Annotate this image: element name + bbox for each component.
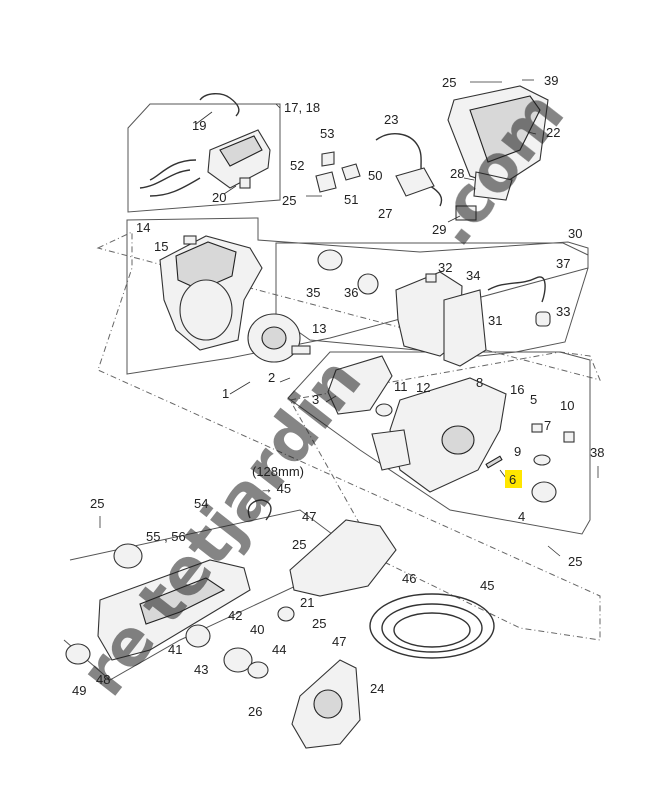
label-30: 30: [568, 226, 582, 241]
rear-handle-part: [447, 85, 549, 221]
label-52: 52: [290, 158, 304, 173]
highlight-part-6: [505, 470, 522, 488]
frame-ignition-group: [127, 103, 281, 213]
label-25-e: 25: [292, 537, 306, 552]
label-7: 7: [544, 418, 551, 433]
frame-housing-group: [126, 217, 589, 375]
tank-housing-part: [65, 499, 272, 673]
label-8: 8: [476, 375, 483, 390]
label-29: 29: [432, 222, 446, 237]
label-55-56: 55 , 56: [146, 529, 186, 544]
label-25-d: 25: [90, 496, 104, 511]
label-31: 31: [488, 313, 502, 328]
label-4: 4: [518, 509, 525, 524]
oil-pump-part: [317, 249, 551, 367]
crankcase-part: [327, 355, 575, 503]
label-17-18: 17, 18: [284, 100, 320, 115]
label-6: 6: [509, 472, 516, 487]
label-10: 10: [560, 398, 574, 413]
label-25-f: 25: [312, 616, 326, 631]
label-51: 51: [344, 192, 358, 207]
label-23: 23: [384, 112, 398, 127]
label-15: 15: [154, 239, 168, 254]
watermark-part-b: tetjardin: [124, 344, 376, 637]
frame-crankcase-outline: [96, 231, 601, 641]
label-16: 16: [510, 382, 524, 397]
label-25-c: 25: [568, 554, 582, 569]
label-39: 39: [544, 73, 558, 88]
label-38: 38: [590, 445, 604, 460]
label-21: 21: [300, 595, 314, 610]
frame-crankcase-group: [287, 351, 591, 535]
callout-labels: 17, 18 19 20 53 52 50 51 25 23 27 28 29 …: [72, 73, 604, 719]
label-25-a: 25: [282, 193, 296, 208]
label-47-a: 47: [302, 509, 316, 524]
label-54: 54: [194, 496, 208, 511]
label-24: 24: [370, 681, 384, 696]
label-22: 22: [546, 125, 560, 140]
chain-sprocket-cover-part: [247, 519, 397, 749]
ignition-module-part: [139, 93, 271, 197]
label-20: 20: [212, 190, 226, 205]
label-13: 13: [312, 321, 326, 336]
label-9: 9: [514, 444, 521, 459]
label-48: 48: [96, 672, 110, 687]
hose-length-note: (128mm): [252, 464, 304, 479]
label-11: 11: [394, 379, 408, 394]
switch-shaft-part: [315, 133, 443, 207]
label-32: 32: [438, 260, 452, 275]
label-40: 40: [250, 622, 264, 637]
fuel-hose-coil-part: [369, 593, 495, 659]
label-49: 49: [72, 683, 86, 698]
flywheel-part: [247, 313, 311, 363]
label-42: 42: [228, 608, 242, 623]
label-33: 33: [556, 304, 570, 319]
label-37: 37: [556, 256, 570, 271]
label-50: 50: [368, 168, 382, 183]
label-44: 44: [272, 642, 286, 657]
label-43: 43: [194, 662, 208, 677]
label-2: 2: [268, 370, 275, 385]
label-1: 1: [222, 386, 229, 401]
label-28: 28: [450, 166, 464, 181]
label-12: 12: [416, 380, 430, 395]
label-26: 26: [248, 704, 262, 719]
label-45: 45: [480, 578, 494, 593]
label-36: 36: [344, 285, 358, 300]
label-5: 5: [530, 392, 537, 407]
label-47-b: 47: [332, 634, 346, 649]
label-14: 14: [136, 220, 150, 235]
label-25-b: 25: [442, 75, 456, 90]
hose-reference: → 45: [260, 481, 291, 496]
label-34: 34: [466, 268, 480, 283]
label-3: 3: [312, 392, 319, 407]
label-53: 53: [320, 126, 334, 141]
label-19: 19: [192, 118, 206, 133]
label-41: 41: [168, 642, 182, 657]
label-35: 35: [306, 285, 320, 300]
label-27: 27: [378, 206, 392, 221]
label-46: 46: [402, 571, 416, 586]
fan-housing-part: [159, 235, 263, 351]
